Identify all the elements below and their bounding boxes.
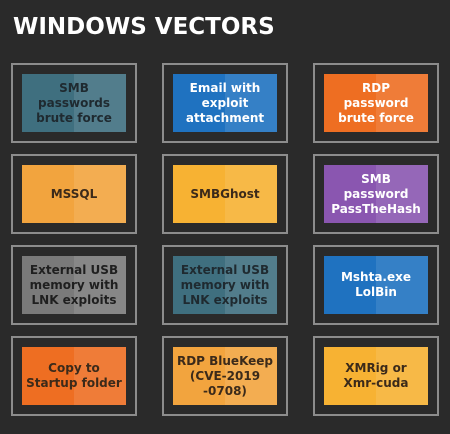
vector-tile-xmrig: XMRig or Xmr-cuda	[324, 347, 428, 405]
tile-label: Email with exploit attachment	[185, 80, 265, 125]
tile-label: SMBGhost	[190, 186, 260, 201]
vector-frame: External USB memory with LNK exploits	[162, 245, 288, 325]
tile-label: External USB memory with LNK exploits	[180, 262, 270, 307]
tile-label: RDP BlueKeep (CVE-2019 -0708)	[176, 353, 274, 398]
vector-tile-mssql: MSSQL	[22, 165, 126, 223]
vector-tile-rdp-bluekeep: RDP BlueKeep (CVE-2019 -0708)	[173, 347, 277, 405]
vector-tile-startup-folder: Copy to Startup folder	[22, 347, 126, 405]
page-title: WINDOWS VECTORS	[13, 14, 275, 40]
tile-label: SMB passwords brute force	[36, 80, 112, 125]
tile-label: RDP password brute force	[338, 80, 414, 125]
vector-frame: SMBGhost	[162, 154, 288, 234]
vector-tile-email-exploit: Email with exploit attachment	[173, 74, 277, 132]
vector-tile-usb-lnk-teal: External USB memory with LNK exploits	[173, 256, 277, 314]
vector-frame: Mshta.exe LolBin	[313, 245, 439, 325]
tile-label: MSSQL	[50, 186, 98, 201]
vector-frame: XMRig or Xmr-cuda	[313, 336, 439, 416]
tile-label: SMB password PassTheHash	[331, 171, 421, 216]
vector-frame: External USB memory with LNK exploits	[11, 245, 137, 325]
vector-tile-smbghost: SMBGhost	[173, 165, 277, 223]
vector-frame: RDP password brute force	[313, 63, 439, 143]
vector-tile-smb-passthehash: SMB password PassTheHash	[324, 165, 428, 223]
tile-label: External USB memory with LNK exploits	[29, 262, 119, 307]
tile-label: XMRig or Xmr-cuda	[343, 361, 409, 390]
vector-frame: RDP BlueKeep (CVE-2019 -0708)	[162, 336, 288, 416]
vector-frame: SMB passwords brute force	[11, 63, 137, 143]
vector-frame: Copy to Startup folder	[11, 336, 137, 416]
vector-frame: Email with exploit attachment	[162, 63, 288, 143]
vector-frame: SMB password PassTheHash	[313, 154, 439, 234]
vector-tile-usb-lnk-gray: External USB memory with LNK exploits	[22, 256, 126, 314]
vectors-grid: SMB passwords brute force Email with exp…	[11, 63, 439, 417]
vector-frame: MSSQL	[11, 154, 137, 234]
tile-label: Copy to Startup folder	[26, 361, 122, 390]
vector-tile-rdp-brute-force: RDP password brute force	[324, 74, 428, 132]
vector-tile-mshta-lolbin: Mshta.exe LolBin	[324, 256, 428, 314]
tile-label: Mshta.exe LolBin	[340, 270, 412, 299]
vector-tile-smb-brute-force: SMB passwords brute force	[22, 74, 126, 132]
